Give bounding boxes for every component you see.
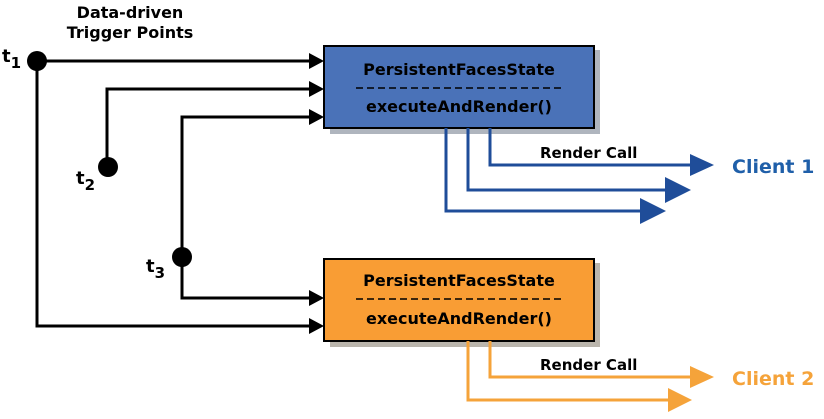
- arrowhead: [309, 53, 324, 69]
- t3-to-bottom-box: [180, 257, 318, 300]
- t3-to-top-box: [180, 115, 318, 257]
- client2-label: Client 2: [732, 368, 814, 390]
- top-box-title: PersistentFacesState: [363, 60, 555, 79]
- arrowhead: [309, 109, 324, 125]
- arrowhead: [690, 366, 714, 388]
- trigger-dot-t2: [98, 157, 118, 177]
- top-state-box: PersistentFacesState executeAndRender(): [323, 45, 600, 134]
- t2-to-top-box: [105, 87, 318, 167]
- bottom-box-method: executeAndRender(): [366, 309, 552, 328]
- header-line1: Data-driven: [77, 3, 184, 22]
- arrowhead: [309, 290, 324, 306]
- trigger-label-t3: t3: [146, 256, 165, 282]
- bottom-box-rect: [323, 258, 595, 342]
- client1-label: Client 1: [732, 156, 814, 178]
- render-call-label-bottom: Render Call: [540, 356, 637, 374]
- bottom-render-arrowheads: [668, 366, 714, 412]
- trigger-dot-t1: [27, 51, 47, 71]
- trigger-arrowheads: [309, 53, 324, 334]
- arrowhead: [690, 154, 714, 176]
- top-render-arrowheads: [640, 154, 714, 224]
- bottom-render-lines: [466, 341, 690, 402]
- arrowhead: [640, 198, 666, 224]
- top-box-method: executeAndRender(): [366, 97, 552, 116]
- trigger-dot-t3: [172, 247, 192, 267]
- arrowhead: [309, 318, 324, 334]
- trigger-label-t2: t2: [76, 168, 95, 194]
- header-line2: Trigger Points: [67, 23, 194, 42]
- trigger-lines: [35, 59, 318, 328]
- arrowhead: [668, 388, 692, 412]
- arrowhead: [665, 177, 691, 203]
- render-call-label-top: Render Call: [540, 144, 637, 162]
- trigger-label-t1: t1: [2, 46, 21, 72]
- bottom-box-title: PersistentFacesState: [363, 271, 555, 290]
- t1-to-bottom-box: [35, 61, 318, 328]
- bottom-state-box: PersistentFacesState executeAndRender(): [323, 258, 600, 347]
- top-box-rect: [323, 45, 595, 129]
- top-render-lines: [444, 128, 690, 213]
- arrowhead: [309, 81, 324, 97]
